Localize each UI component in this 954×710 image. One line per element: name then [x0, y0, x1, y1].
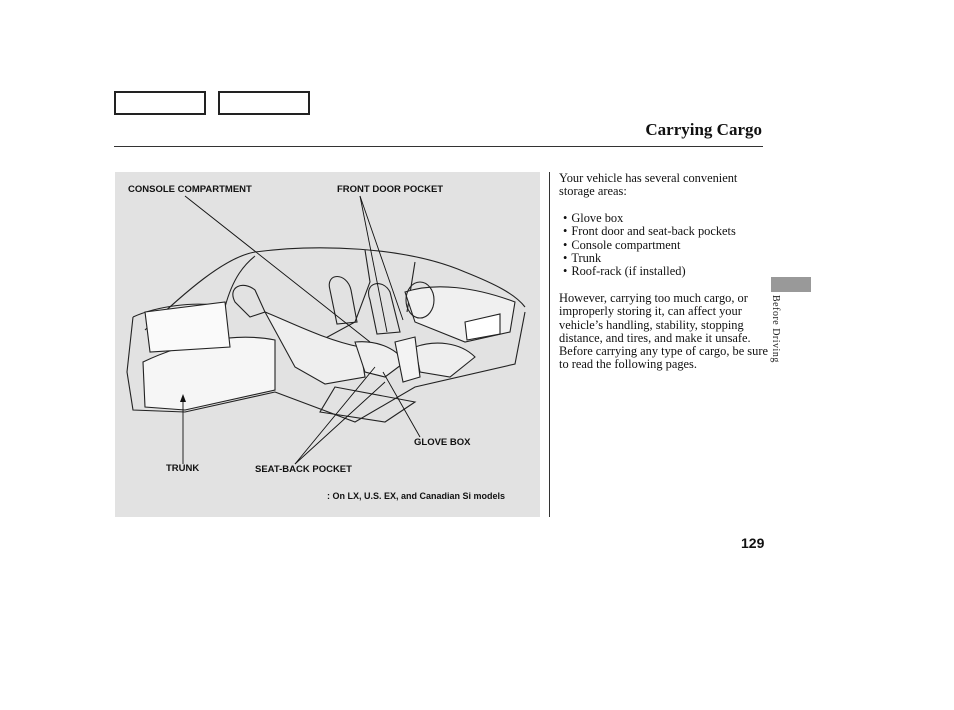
- list-item: Trunk: [559, 251, 736, 265]
- title-divider: [114, 146, 763, 147]
- section-label: Before Driving: [770, 295, 781, 363]
- column-divider: [549, 172, 550, 517]
- car-interior-illustration: CONSOLE COMPARTMENT FRONT DOOR POCKET GL…: [115, 172, 540, 517]
- nav-button-previous[interactable]: [114, 91, 206, 115]
- section-tab: [771, 277, 811, 292]
- list-item: Console compartment: [559, 238, 736, 252]
- page-number: 129: [741, 535, 765, 551]
- figure-footnote: : On LX, U.S. EX, and Canadian Si models: [327, 491, 506, 501]
- caution-paragraph: However, carrying too much cargo, or imp…: [559, 291, 768, 372]
- intro-paragraph: Your vehicle has several convenient stor…: [559, 171, 738, 199]
- car-cutaway-drawing: [126, 195, 526, 465]
- label-glove-box: GLOVE BOX: [414, 437, 471, 448]
- list-item: Roof-rack (if installed): [559, 264, 736, 278]
- page-title: Carrying Cargo: [645, 120, 762, 139]
- nav-button-next[interactable]: [218, 91, 310, 115]
- label-trunk: TRUNK: [166, 463, 200, 474]
- list-item: Front door and seat-back pockets: [559, 224, 735, 238]
- list-item: Glove box: [559, 211, 736, 225]
- label-front-door-pocket: FRONT DOOR POCKET: [337, 184, 444, 195]
- storage-list: Glove box Front door and seat-back pocke…: [559, 211, 736, 278]
- label-seat-back-pocket: SEAT-BACK POCKET: [255, 464, 352, 475]
- label-console-compartment: CONSOLE COMPARTMENT: [128, 184, 252, 195]
